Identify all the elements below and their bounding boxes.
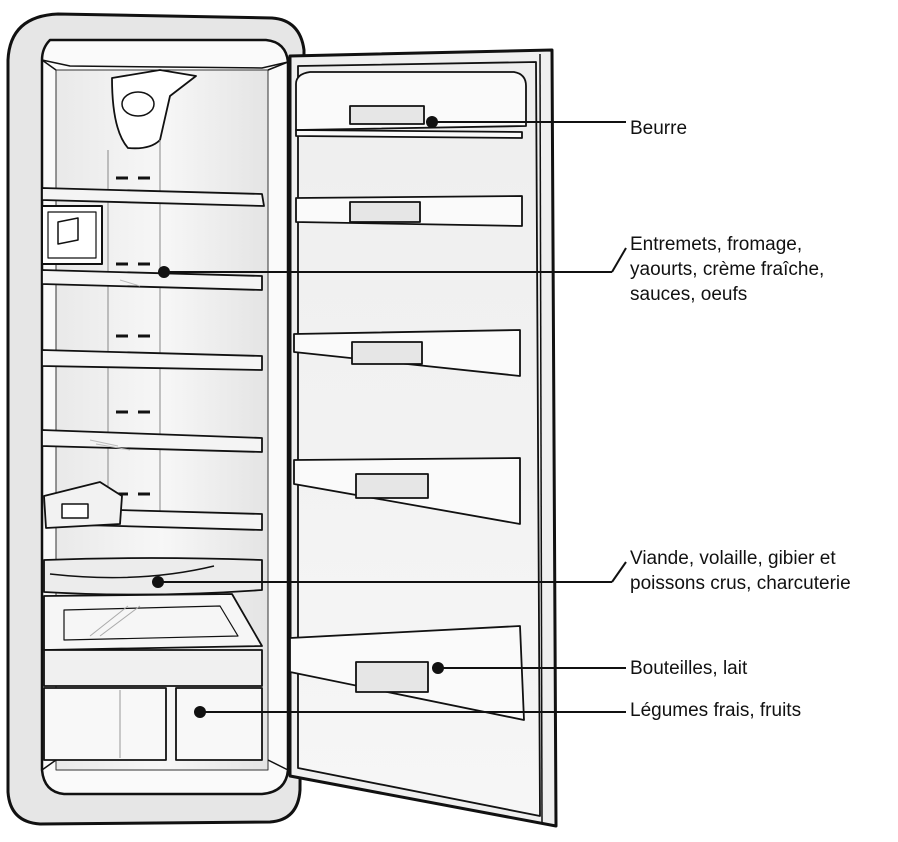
- label-line: Viande, volaille, gibier et: [630, 548, 836, 569]
- anchor-dots: [152, 116, 444, 718]
- label-legumes: Légumes frais, fruits: [630, 698, 801, 723]
- label-line: Bouteilles, lait: [630, 658, 748, 679]
- label-bouteilles: Bouteilles, lait: [630, 656, 747, 681]
- label-line: Beurre: [630, 118, 688, 139]
- label-entremets: Entremets, fromage, yaourts, crème fraîc…: [630, 232, 824, 307]
- fridge-body: [6, 12, 306, 826]
- label-line: yaourts, crème fraîche,: [630, 259, 825, 280]
- label-viande: Viande, volaille, gibier et poissons cru…: [630, 546, 851, 596]
- label-line: Légumes frais, fruits: [630, 700, 802, 721]
- label-line: poissons crus, charcuterie: [630, 573, 851, 594]
- label-beurre: Beurre: [630, 116, 687, 141]
- label-line: sauces, oeufs: [630, 284, 748, 305]
- leader-lines: [158, 121, 627, 713]
- fridge-door: [288, 48, 558, 828]
- label-line: Entremets, fromage,: [630, 234, 803, 255]
